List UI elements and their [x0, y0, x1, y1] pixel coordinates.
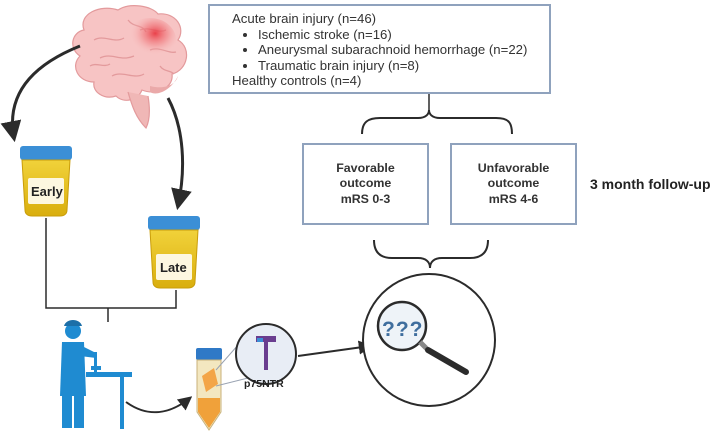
top-bracket	[361, 109, 513, 135]
early-sample-cup	[20, 146, 72, 217]
brain-icon	[72, 5, 188, 130]
question-marks: ???	[382, 318, 424, 341]
late-sample-cup	[148, 216, 200, 289]
followup-label: 3 month follow-up	[590, 176, 711, 192]
scientist-icon	[60, 320, 132, 429]
cohort-controls: Healthy controls (n=4)	[232, 73, 362, 89]
cohort-item-tbi: Traumatic brain injury (n=8)	[258, 58, 549, 74]
unfavorable-line-3: mRS 4-6	[488, 191, 539, 206]
bottom-bracket	[373, 239, 489, 269]
unfavorable-line-1: Unfavorable	[477, 160, 550, 175]
early-label: Early	[31, 184, 63, 199]
arrow-brain-to-early	[0, 44, 81, 143]
favorable-line-2: outcome	[339, 176, 392, 191]
arrow-lab-to-tube	[125, 396, 193, 414]
p75ntr-receptor-icon	[256, 336, 276, 370]
favorable-line-1: Favorable	[336, 160, 395, 175]
unfavorable-line-2: outcome	[487, 176, 540, 191]
cohort-item-ischemic-stroke: Ischemic stroke (n=16)	[258, 27, 549, 43]
late-label: Late	[160, 260, 187, 275]
unfavorable-outcome-box: Unfavorable outcome mRS 4-6	[450, 143, 577, 225]
p75ntr-label: p75NTR	[244, 378, 284, 390]
cohort-item-sah: Aneurysmal subarachnoid hemorrhage (n=22…	[258, 42, 549, 58]
arrow-zoom-to-analysis	[297, 340, 373, 357]
sample-tube-icon	[196, 348, 222, 431]
cohort-title: Acute brain injury (n=46)	[232, 11, 377, 26]
arrow-brain-to-late	[166, 97, 192, 211]
cohort-box: Acute brain injury (n=46) Ischemic strok…	[208, 4, 551, 94]
cohort-list: Ischemic stroke (n=16) Aneurysmal subara…	[232, 27, 549, 74]
magnifier-icon	[376, 300, 469, 375]
cups-join-connector	[45, 218, 177, 322]
favorable-outcome-box: Favorable outcome mRS 0-3	[302, 143, 429, 225]
favorable-line-3: mRS 0-3	[340, 191, 391, 206]
